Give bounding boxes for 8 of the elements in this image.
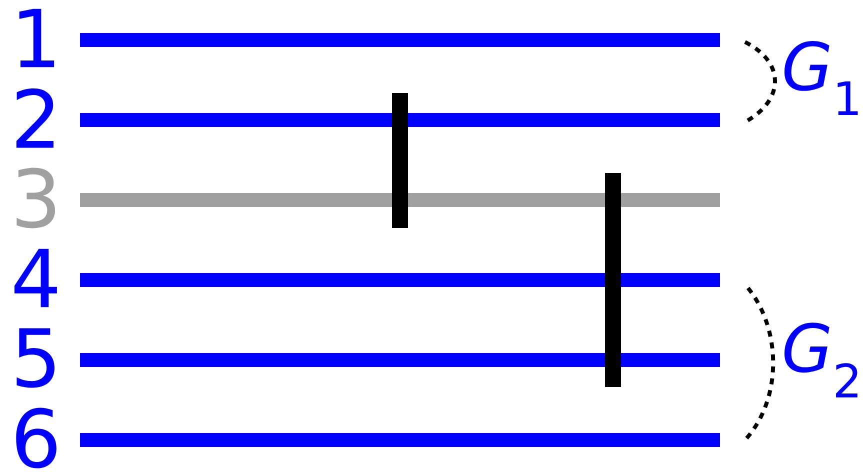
group-label: G$_{1}$ [784, 40, 858, 116]
wire-number: 3 [16, 168, 56, 228]
wire-number: 1 [19, 8, 54, 68]
wire-number: 6 [16, 408, 56, 468]
wire-number: 5 [16, 328, 54, 388]
wire-number: 2 [16, 88, 54, 148]
wire-number: 4 [14, 248, 57, 308]
group-label: G$_{2}$ [784, 322, 858, 398]
